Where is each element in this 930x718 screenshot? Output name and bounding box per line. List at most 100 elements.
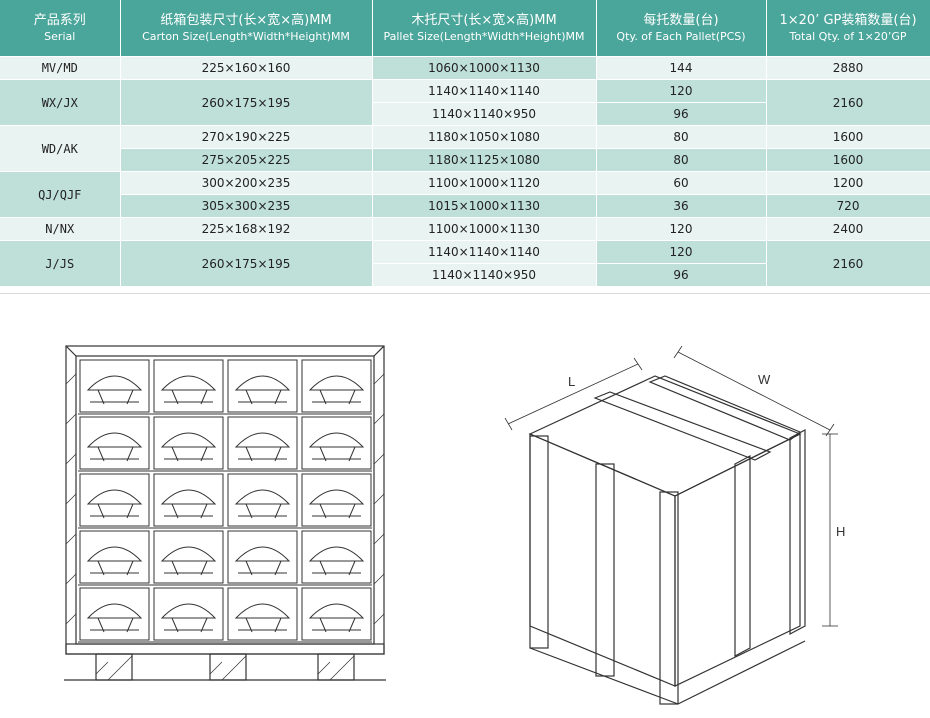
pallet-cell: 1140×1140×1140 (372, 79, 597, 103)
carton-box (227, 359, 298, 413)
product-legs (171, 560, 208, 576)
carton-grid (78, 359, 372, 643)
qty-cell: 96 (596, 102, 767, 126)
serial-cell: J/JS (0, 240, 121, 287)
total-cell: 720 (766, 194, 930, 218)
product-outline (160, 375, 217, 391)
product-outline (160, 603, 217, 619)
serial-cell: QJ/QJF (0, 171, 121, 218)
qty-cell: 36 (596, 194, 767, 218)
carton-box (79, 587, 150, 641)
length-label: L (568, 374, 575, 389)
product-outline (234, 432, 291, 448)
product-legs (319, 446, 356, 462)
total-cell: 1200 (766, 171, 930, 195)
carton-box (153, 473, 224, 527)
wooden-crate-view: L W H (504, 345, 845, 705)
table-row: 275×205×225 1180×1125×1080 80 1600 (0, 148, 930, 172)
product-legs (97, 617, 134, 633)
carton-cell: 270×190×225 (120, 125, 373, 149)
carton-cell: 225×160×160 (120, 56, 373, 80)
carton-box (301, 530, 372, 584)
product-legs (97, 446, 134, 462)
pallet-cell: 1100×1000×1120 (372, 171, 597, 195)
pallet-cell: 1140×1140×950 (372, 263, 597, 287)
packing-drawings: L W H (0, 293, 930, 718)
product-legs (245, 503, 282, 519)
table-row: N/NX 225×168×192 1100×1000×1130 120 2400 (0, 217, 930, 241)
qty-cell: 80 (596, 125, 767, 149)
product-legs (97, 389, 134, 405)
serial-cell: MV/MD (0, 56, 121, 80)
pallet-cell: 1015×1000×1130 (372, 194, 597, 218)
carton-cell: 305×300×235 (120, 194, 373, 218)
carton-box (301, 416, 372, 470)
qty-cell: 80 (596, 148, 767, 172)
pallet-front-view (64, 345, 386, 681)
header-qty-per-pallet: 每托数量(台)Qty. of Each Pallet(PCS) (596, 0, 767, 57)
pallet-cell: 1140×1140×1140 (372, 240, 597, 264)
carton-box (227, 416, 298, 470)
product-legs (319, 389, 356, 405)
table-row: J/JS 260×175×195 1140×1140×1140 120 2160 (0, 240, 930, 287)
serial-cell: WX/JX (0, 79, 121, 126)
header-total-qty: 1×20’ GP装箱数量(台)Total Qty. of 1×20’GP (766, 0, 930, 57)
total-cell: 2160 (766, 240, 930, 287)
table-row: 1140×1140×950 96 (0, 102, 930, 126)
product-outline (86, 489, 143, 505)
carton-box (79, 359, 150, 413)
product-legs (171, 389, 208, 405)
product-outline (234, 603, 291, 619)
carton-box (153, 416, 224, 470)
carton-box (301, 473, 372, 527)
product-legs (97, 560, 134, 576)
product-outline (86, 603, 143, 619)
carton-box (227, 587, 298, 641)
qty-cell: 120 (596, 79, 767, 103)
pallet-cell: 1100×1000×1130 (372, 217, 597, 241)
table-row: 305×300×235 1015×1000×1130 36 720 (0, 194, 930, 218)
product-outline (308, 375, 365, 391)
product-outline (308, 432, 365, 448)
product-legs (319, 617, 356, 633)
product-outline (86, 546, 143, 562)
product-outline (308, 489, 365, 505)
carton-cell: 275×205×225 (120, 148, 373, 172)
carton-box (227, 530, 298, 584)
product-legs (97, 503, 134, 519)
qty-cell: 120 (596, 217, 767, 241)
table-row: WD/AK 270×190×225 1180×1050×1080 80 1600 (0, 125, 930, 172)
product-legs (319, 560, 356, 576)
product-outline (234, 489, 291, 505)
carton-box (153, 359, 224, 413)
carton-cell: 225×168×192 (120, 217, 373, 241)
carton-box (227, 473, 298, 527)
product-outline (308, 603, 365, 619)
product-outline (160, 432, 217, 448)
pallet-cell: 1140×1140×950 (372, 102, 597, 126)
carton-box (79, 416, 150, 470)
serial-cell: N/NX (0, 217, 121, 241)
table-row: MV/MD 225×160×160 1060×1000×1130 144 288… (0, 56, 930, 80)
qty-cell: 96 (596, 263, 767, 287)
carton-cell: 260×175×195 (120, 79, 373, 126)
product-legs (245, 389, 282, 405)
carton-box (79, 473, 150, 527)
product-outline (160, 546, 217, 562)
total-cell: 2160 (766, 79, 930, 126)
product-outline (234, 375, 291, 391)
product-legs (245, 560, 282, 576)
serial-cell: WD/AK (0, 125, 121, 172)
product-outline (308, 546, 365, 562)
table-row: QJ/QJF 300×200×235 1100×1000×1120 60 120… (0, 171, 930, 218)
product-legs (171, 617, 208, 633)
carton-cell: 260×175×195 (120, 240, 373, 287)
product-outline (86, 375, 143, 391)
carton-box (153, 530, 224, 584)
table-row: WX/JX 260×175×195 1140×1140×1140 120 216… (0, 79, 930, 126)
product-legs (171, 503, 208, 519)
